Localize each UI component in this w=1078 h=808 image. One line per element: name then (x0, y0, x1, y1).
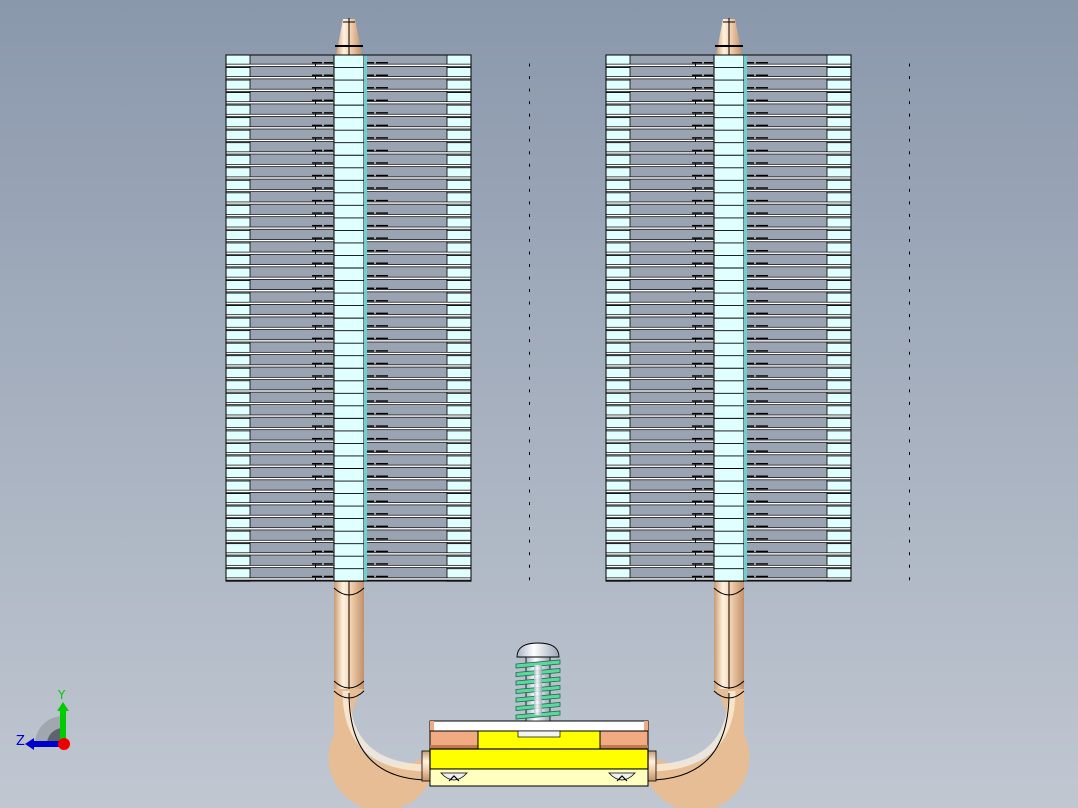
fin-stack-left[interactable] (225, 54, 530, 582)
z-axis-label: Z (16, 734, 25, 749)
x-axis-dot-icon (58, 738, 70, 750)
axis-triad: Y Z (10, 685, 80, 755)
base-screw-icon (440, 772, 468, 782)
base-screw-icon (608, 772, 636, 782)
pipe-tip-right (715, 18, 743, 55)
heat-pipe-right[interactable] (647, 18, 750, 808)
z-axis-arrow-icon (25, 738, 64, 750)
y-axis-label: Y (57, 688, 66, 702)
triad-arc-inner (47, 728, 63, 744)
base-block[interactable] (421, 720, 657, 787)
pipe-tip-left (335, 18, 363, 55)
y-axis-arrow-icon (57, 702, 69, 741)
fin-stack-right[interactable] (605, 54, 910, 582)
spring-screw[interactable] (515, 642, 561, 722)
heat-pipe-left[interactable] (328, 18, 431, 808)
